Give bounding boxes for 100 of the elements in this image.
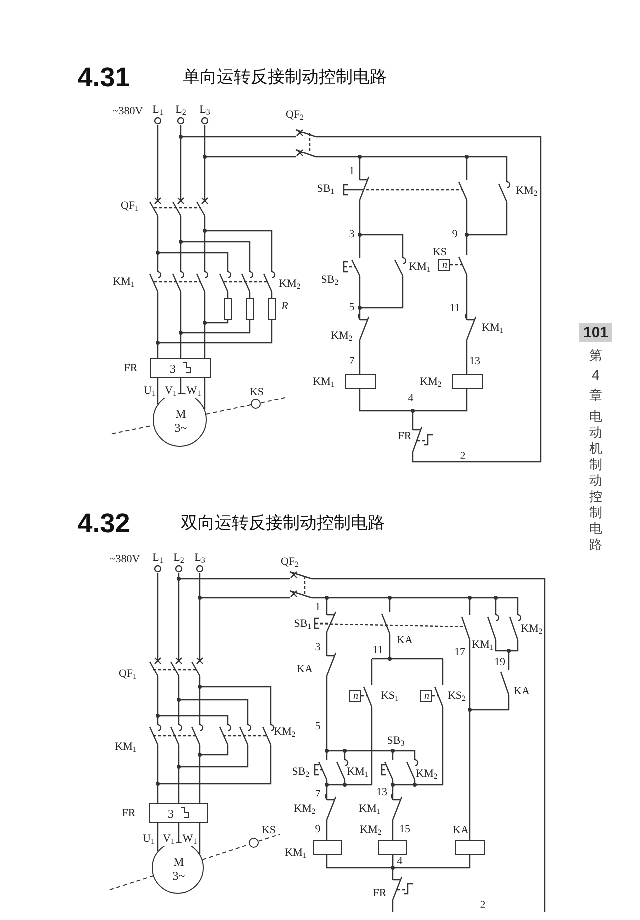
- component-label: QF$_{1}$: [118, 669, 138, 681]
- section-heading: 双向运转反接制动控制电路: [181, 516, 385, 532]
- component-label: KS$_{1}$: [380, 691, 400, 703]
- symbol-label: n: [424, 692, 430, 702]
- component-label: 5: [315, 722, 321, 732]
- component-label: KA: [514, 686, 530, 698]
- component-label: KM$_{2}$: [360, 825, 382, 837]
- edge-label: W$_{1}$: [186, 386, 202, 398]
- component-label: KM$_{1}$: [472, 640, 494, 652]
- component-label: 13: [376, 788, 388, 798]
- component-label: SB$_{2}$: [292, 767, 310, 779]
- motor-label: M 3~: [174, 407, 188, 435]
- resistor: [224, 298, 232, 320]
- component-label: SB$_{1}$: [294, 619, 312, 631]
- component-label: L$_{3}$: [200, 105, 210, 117]
- motor-label: M 3~: [172, 855, 186, 883]
- component-label: KM$_{1}$: [482, 323, 504, 335]
- component-label: KM$_{2}$: [294, 804, 316, 816]
- component-label: QF$_{1}$: [120, 201, 140, 213]
- wire: [199, 823, 201, 854]
- component-label: KM$_{1}$: [113, 277, 135, 289]
- wire: [157, 378, 159, 404]
- component-label: 3: [349, 230, 355, 240]
- component-label: KM$_{2}$: [521, 624, 543, 636]
- speed-sensor-box: [438, 259, 450, 271]
- component-label: 2: [480, 900, 486, 912]
- component-label: KM$_{2}$: [420, 377, 442, 389]
- component-label: SB$_{2}$: [321, 275, 339, 287]
- component-label: KS: [432, 248, 448, 258]
- component-label: KM$_{1}$: [409, 262, 431, 274]
- component-label: KM$_{1}$: [285, 848, 307, 860]
- component-label: KM$_{2}$: [416, 769, 438, 781]
- wire: [157, 823, 159, 852]
- wire: [326, 855, 394, 869]
- component-label: 4: [408, 394, 414, 404]
- edge-label: V$_{1}$: [162, 834, 176, 846]
- component-label: 2: [460, 452, 466, 462]
- component-label: L$_{2}$: [176, 105, 186, 117]
- wire: [204, 378, 206, 410]
- wire: [392, 855, 471, 869]
- resistor: [246, 298, 254, 320]
- component-label: KM$_{2}$: [279, 279, 301, 291]
- edge-label: V$_{1}$: [164, 386, 178, 398]
- component-label: L$_{1}$: [152, 553, 164, 565]
- component-label: 15: [400, 824, 410, 836]
- component-label: KA: [297, 664, 313, 676]
- component-label: KS$_{2}$: [448, 691, 466, 703]
- component-label: KM$_{1}$: [359, 804, 381, 816]
- chapter-title: 电动机制动控制电路: [589, 410, 603, 554]
- edge-label: U$_{1}$: [142, 834, 156, 846]
- component-label: 7: [349, 356, 355, 368]
- component-label: L$_{3}$: [194, 553, 206, 565]
- component-label: KM$_{1}$: [115, 742, 137, 754]
- symbol-label: 3: [170, 363, 176, 375]
- component-label: 7: [315, 790, 321, 800]
- component-label: FR: [398, 432, 412, 442]
- component-label: SB$_{3}$: [387, 736, 405, 748]
- component-label: 1: [349, 166, 355, 178]
- component-label: 1: [315, 602, 321, 614]
- component-label: KM$_{2}$: [331, 331, 353, 343]
- motor-circle: [152, 842, 204, 894]
- speed-sensor-box: [420, 690, 432, 702]
- symbol-label: n: [354, 692, 358, 702]
- component-label: FR: [124, 364, 138, 374]
- symbol-label: 3: [168, 808, 174, 820]
- component-label: KS: [262, 826, 276, 836]
- section-number: 4.31: [78, 64, 130, 92]
- shaft-line: [206, 404, 252, 415]
- component-label: 13: [470, 356, 480, 368]
- component-label: 5: [349, 302, 355, 314]
- wire: [359, 389, 468, 412]
- component-label: QF$_{2}$: [280, 557, 300, 569]
- component-label: KM$_{1}$: [313, 377, 335, 389]
- resistor: [268, 298, 276, 320]
- component-label: 9: [315, 824, 321, 836]
- component-label: L$_{2}$: [174, 553, 184, 565]
- component-label: KA: [397, 636, 413, 646]
- component-label: 4: [397, 856, 403, 868]
- component-label: KA: [453, 826, 469, 836]
- component-label: SB$_{1}$: [317, 184, 335, 196]
- component-label: R: [282, 302, 288, 312]
- section-number: 4.32: [78, 510, 130, 538]
- component-label: L$_{1}$: [152, 105, 164, 117]
- component-label: 11: [450, 304, 460, 314]
- component-label: KS: [250, 388, 264, 398]
- component-label: 17: [454, 648, 466, 658]
- page-number: 101: [579, 324, 613, 342]
- section-heading: 单向运转反接制动控制电路: [183, 70, 387, 86]
- component-label: 9: [452, 230, 458, 240]
- wire: [180, 378, 182, 393]
- component-label: KM$_{1}$: [347, 767, 369, 779]
- speed-sensor-box: [349, 690, 361, 702]
- component-label: 11: [372, 646, 384, 656]
- component-label: FR: [373, 888, 387, 900]
- component-label: 19: [494, 658, 506, 668]
- component-label: KM$_{2}$: [516, 186, 538, 198]
- component-label: ~380V: [112, 106, 144, 118]
- component-label: 3: [315, 642, 321, 654]
- wire: [178, 823, 180, 842]
- symbol-label: n: [442, 261, 448, 271]
